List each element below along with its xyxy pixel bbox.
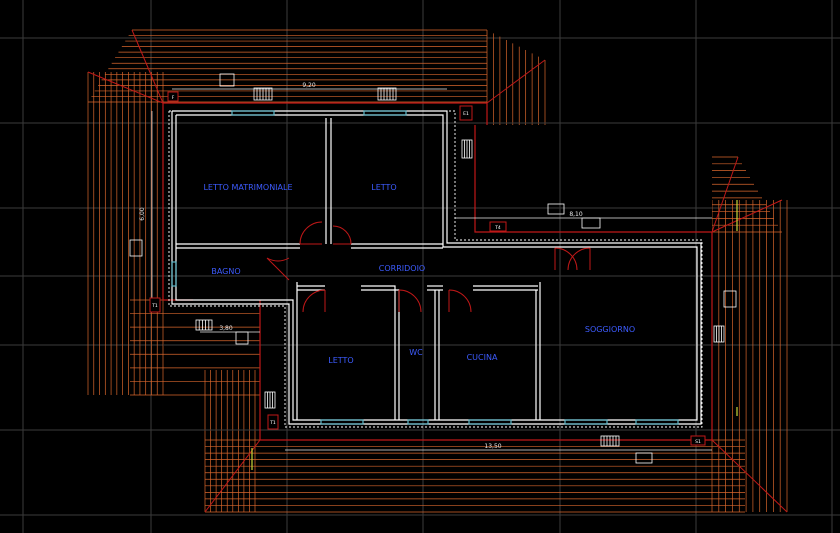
window-soggiorno-b	[635, 419, 679, 425]
outer-wall-outer	[171, 110, 702, 425]
tag-s1: S1	[695, 439, 701, 445]
vent-icon	[195, 319, 213, 331]
room-cucina: CUCINA	[467, 353, 498, 362]
roof-hip	[131, 29, 164, 104]
dimension-lines	[151, 88, 712, 451]
tags	[149, 91, 706, 446]
doors	[266, 221, 591, 313]
chimney-icon	[723, 290, 737, 308]
tag-box-t1	[149, 297, 161, 313]
room-letto-bottom: LETTO	[328, 356, 353, 365]
roof-hip	[711, 156, 739, 233]
dashed-perimeter	[168, 110, 703, 428]
vent-symbols	[129, 73, 737, 464]
door-master	[299, 221, 323, 245]
door-wc	[398, 289, 422, 313]
room-letto-top: LETTO	[371, 183, 396, 192]
door-entry-a	[554, 247, 578, 271]
window-cucina	[468, 419, 512, 425]
roof-hip	[711, 199, 783, 233]
window-bagno	[171, 261, 177, 287]
tag-box-e1	[459, 105, 473, 121]
roof-edge-bottom	[259, 300, 713, 441]
dimension-step-width: 3,80	[219, 325, 233, 332]
tag-t1-bottom: T1	[269, 420, 276, 426]
tag-box-t4	[489, 221, 507, 232]
plan-background	[475, 125, 712, 232]
dimension-bottom-width: 13,50	[484, 443, 501, 450]
tag-box-f	[167, 91, 179, 102]
dimension-left-height: 6,00	[139, 207, 146, 221]
wall-letto-wc	[361, 285, 396, 420]
windows	[171, 110, 679, 425]
door-bagno	[266, 257, 290, 281]
chimney-icon	[547, 203, 565, 215]
green-marks	[251, 200, 738, 470]
door-letto-bottom	[302, 289, 326, 313]
window-master	[231, 110, 275, 116]
door-letto	[332, 225, 352, 245]
dashed-outline	[168, 110, 703, 428]
walls	[171, 110, 702, 425]
roof-edge-right	[474, 125, 713, 418]
tag-t1: T1	[151, 303, 158, 309]
tag-t4: T4	[494, 225, 501, 231]
window-wc	[407, 419, 429, 425]
tag-box-s1	[690, 435, 706, 446]
roof-hip	[87, 71, 164, 104]
dimension-top-width: 9,20	[302, 82, 316, 89]
room-letto-matrimoniale: LETTO MATRIMONIALE	[203, 183, 292, 192]
window-letto-bottom	[320, 419, 364, 425]
window-soggiorno-a	[564, 419, 608, 425]
plan-background	[260, 232, 712, 440]
chimney-icon	[635, 452, 653, 464]
roof-hip	[486, 59, 546, 104]
window-letto	[363, 110, 407, 116]
outer-wall-inner	[175, 114, 698, 421]
roof-hip	[204, 439, 261, 513]
tag-box-t1b	[267, 414, 279, 430]
room-corridoio: CORRIDOIO	[379, 264, 425, 273]
roof-edge-top	[163, 102, 488, 125]
room-soggiorno: SOGGIORNO	[585, 325, 635, 334]
roof-planes	[87, 29, 788, 513]
door-entry-b	[567, 247, 591, 271]
room-wc: WC	[409, 348, 423, 357]
door-cucina	[448, 289, 472, 313]
room-bagno: BAGNO	[211, 267, 240, 276]
chimney-icon	[219, 73, 235, 87]
chimney-icon	[129, 239, 143, 257]
tag-f: F	[172, 95, 175, 101]
tag-e1: E1	[463, 111, 469, 117]
roof-hip	[711, 439, 788, 513]
dimension-mid-width: 8,10	[569, 211, 583, 218]
